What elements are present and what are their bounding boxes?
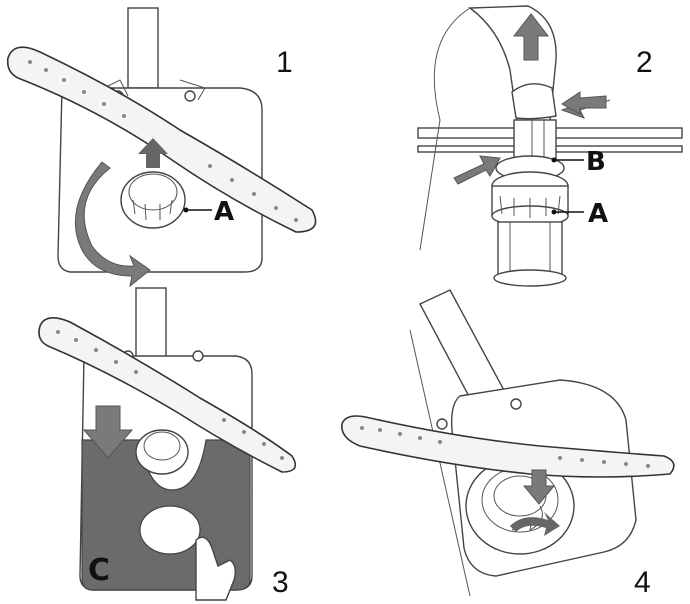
upper-tube: [135, 287, 167, 361]
step-number-4: 4: [634, 566, 651, 599]
filter-cup: [135, 429, 189, 475]
forearm-outline: [419, 7, 471, 251]
step-number-3: 3: [272, 566, 289, 599]
filter-handle-ribs: [531, 120, 545, 160]
filter-ribs: [132, 199, 173, 221]
push-arrow-icon: [453, 155, 501, 185]
callout-a: A: [588, 199, 608, 229]
upper-tube: [127, 7, 159, 89]
filter-mesh-cage: [497, 221, 563, 277]
step-number-1: 1: [276, 46, 293, 79]
leader-dot: [551, 157, 557, 163]
lower-spray-arm: [341, 415, 675, 478]
panel-step-4: 4: [341, 289, 675, 599]
screw: [184, 90, 196, 102]
push-arrow-icon: [561, 91, 607, 115]
rotate-arrow-icon: [74, 161, 151, 288]
filter-cup: [120, 171, 186, 229]
grip-finger: [511, 83, 557, 120]
callout-c: C: [88, 553, 110, 588]
filter-handle: [513, 119, 557, 161]
tub-edge: [409, 329, 471, 597]
panel-step-1: A 1: [6, 7, 317, 288]
spray-arm-holes: [28, 60, 298, 222]
leader-dot: [551, 209, 557, 215]
flat-filter-hole: [139, 505, 201, 555]
hand-icon: [195, 536, 237, 601]
spray-arm-holes: [56, 330, 284, 460]
cage-base: [493, 269, 567, 287]
lower-spray-arm: [38, 317, 297, 473]
cage-bars: [509, 222, 551, 276]
callout-a: A: [214, 197, 234, 227]
step-number-2: 2: [636, 46, 653, 79]
leader-dot: [183, 207, 189, 213]
filter-cup-inner: [128, 173, 178, 211]
down-arrow-icon: [82, 405, 134, 459]
screw: [436, 418, 448, 430]
screw: [192, 350, 204, 362]
filter-a-ribs: [499, 195, 561, 218]
up-arrow-icon: [138, 138, 168, 168]
up-arrow-icon: [512, 13, 550, 61]
screw: [510, 398, 522, 410]
callout-b: B: [586, 147, 606, 177]
filter-cup-inner: [143, 431, 181, 461]
down-arrow-icon: [522, 469, 556, 505]
panel-step-2: B A 2: [417, 5, 683, 287]
panel-step-3: C 3: [38, 287, 297, 601]
rotate-arrow-icon: [510, 512, 560, 536]
spray-arm-holes: [360, 426, 650, 468]
